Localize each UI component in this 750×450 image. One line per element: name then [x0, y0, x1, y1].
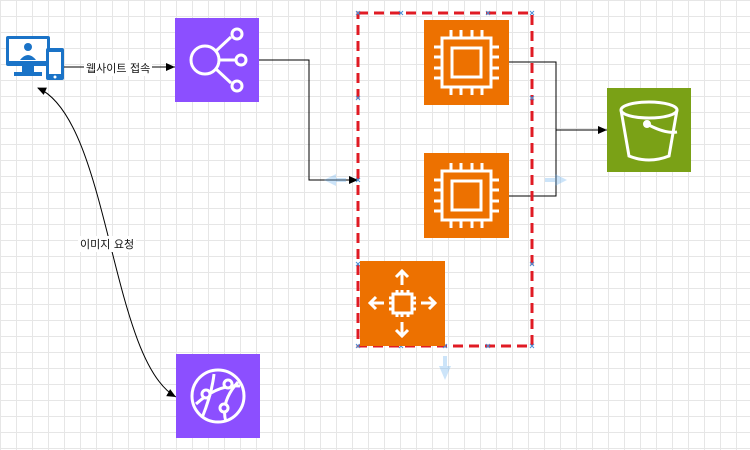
ec2-instance-icon[interactable] [424, 153, 509, 238]
auto-scaling-icon[interactable] [360, 261, 445, 346]
ec2-instance-icon[interactable] [424, 20, 509, 105]
website-access-label: 웹사이트 접속 [84, 60, 153, 76]
edge-elb-to-group[interactable] [259, 59, 358, 184]
elastic-load-balancer-icon[interactable] [175, 18, 259, 102]
hint-arrows [324, 174, 567, 380]
image-request-label: 이미지 요청 [78, 236, 137, 252]
s3-bucket-icon[interactable] [607, 88, 691, 172]
cloudfront-icon[interactable] [176, 354, 260, 438]
selection-handles [355, 10, 535, 349]
client-device-icon[interactable] [6, 36, 64, 80]
